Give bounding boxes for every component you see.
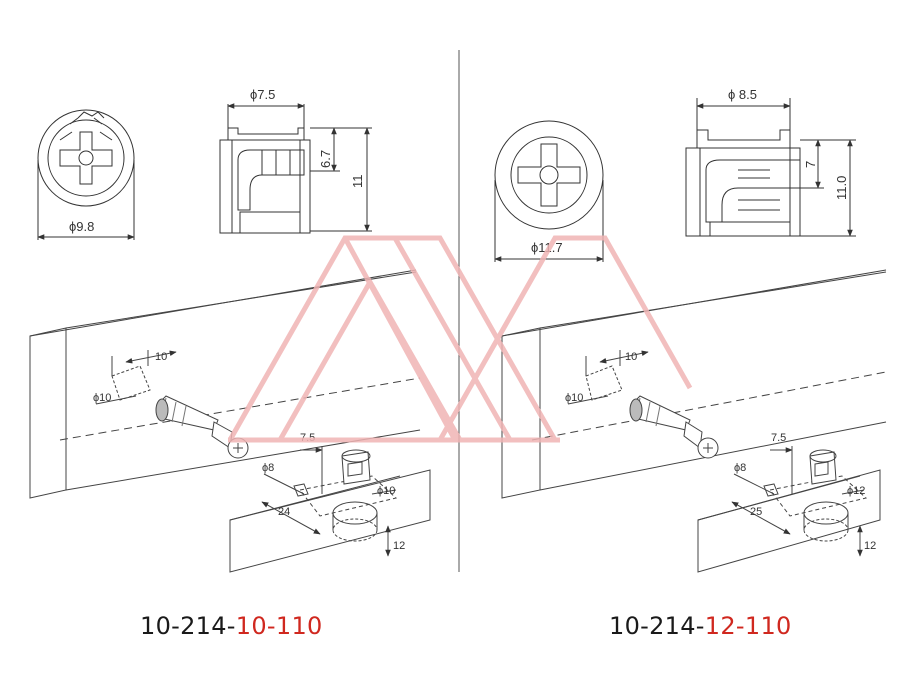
left-top-view (37, 109, 135, 240)
right-side-width: ϕ 8.5 (728, 87, 757, 102)
left-product-code: 10-214-10-110 (140, 612, 323, 640)
right-side-inner-height: 7 (803, 161, 818, 168)
left-dowel-length: 10 (155, 351, 167, 363)
left-code-suffix: 10-110 (235, 612, 323, 640)
left-code-prefix: 10-214- (140, 612, 236, 640)
left-side-height: 11 (350, 175, 365, 189)
right-install-view (501, 269, 887, 573)
left-hole-dia: ϕ10 (377, 485, 395, 497)
right-code-prefix: 10-214- (609, 612, 705, 640)
right-pin-dia: ϕ8 (734, 462, 746, 474)
left-pin-dia: ϕ8 (262, 462, 274, 474)
right-side-view (685, 98, 856, 237)
left-side-inner-height: 6.7 (318, 150, 333, 168)
x-logo-watermark (227, 235, 693, 443)
left-install-view (29, 269, 431, 573)
right-offset: 7.5 (771, 432, 786, 444)
right-code-suffix: 12-110 (704, 612, 792, 640)
right-product-code: 10-214-12-110 (609, 612, 792, 640)
right-distance: 25 (750, 506, 762, 518)
right-depth: 12 (864, 540, 876, 552)
left-dowel-dia: ϕ10 (93, 392, 111, 404)
right-top-view (494, 120, 604, 262)
left-depth: 12 (393, 540, 405, 552)
right-dowel-dia: ϕ10 (565, 392, 583, 404)
left-side-width: ϕ7.5 (250, 87, 275, 102)
left-distance: 24 (278, 506, 290, 518)
left-top-view-dia: ϕ9.8 (69, 219, 94, 234)
right-side-height: 11.0 (834, 176, 849, 200)
right-dowel-length: 10 (625, 351, 637, 363)
left-side-view (219, 103, 372, 234)
right-hole-dia: ϕ12 (847, 485, 865, 497)
